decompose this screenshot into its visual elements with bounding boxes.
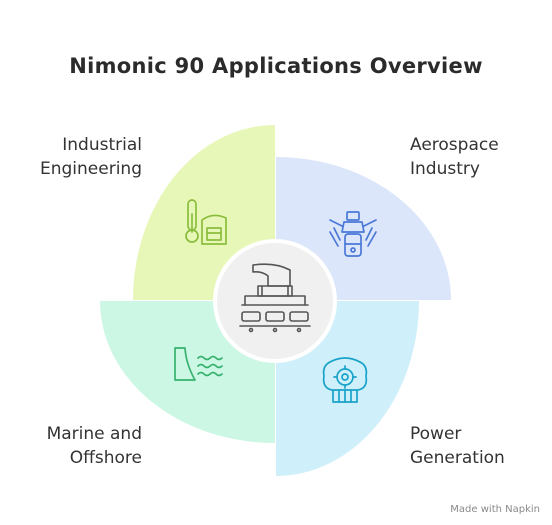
turbine-gear-icon — [322, 357, 368, 403]
jet-engine-icon — [329, 211, 377, 257]
thermometer-factory-icon — [185, 199, 227, 245]
factory-production-line-icon — [239, 263, 311, 333]
diagram-title: Nimonic 90 Applications Overview — [69, 54, 483, 78]
dam-waves-icon — [174, 347, 223, 381]
napkin-watermark: Made with Napkin — [450, 504, 540, 515]
center-circle — [213, 239, 337, 363]
